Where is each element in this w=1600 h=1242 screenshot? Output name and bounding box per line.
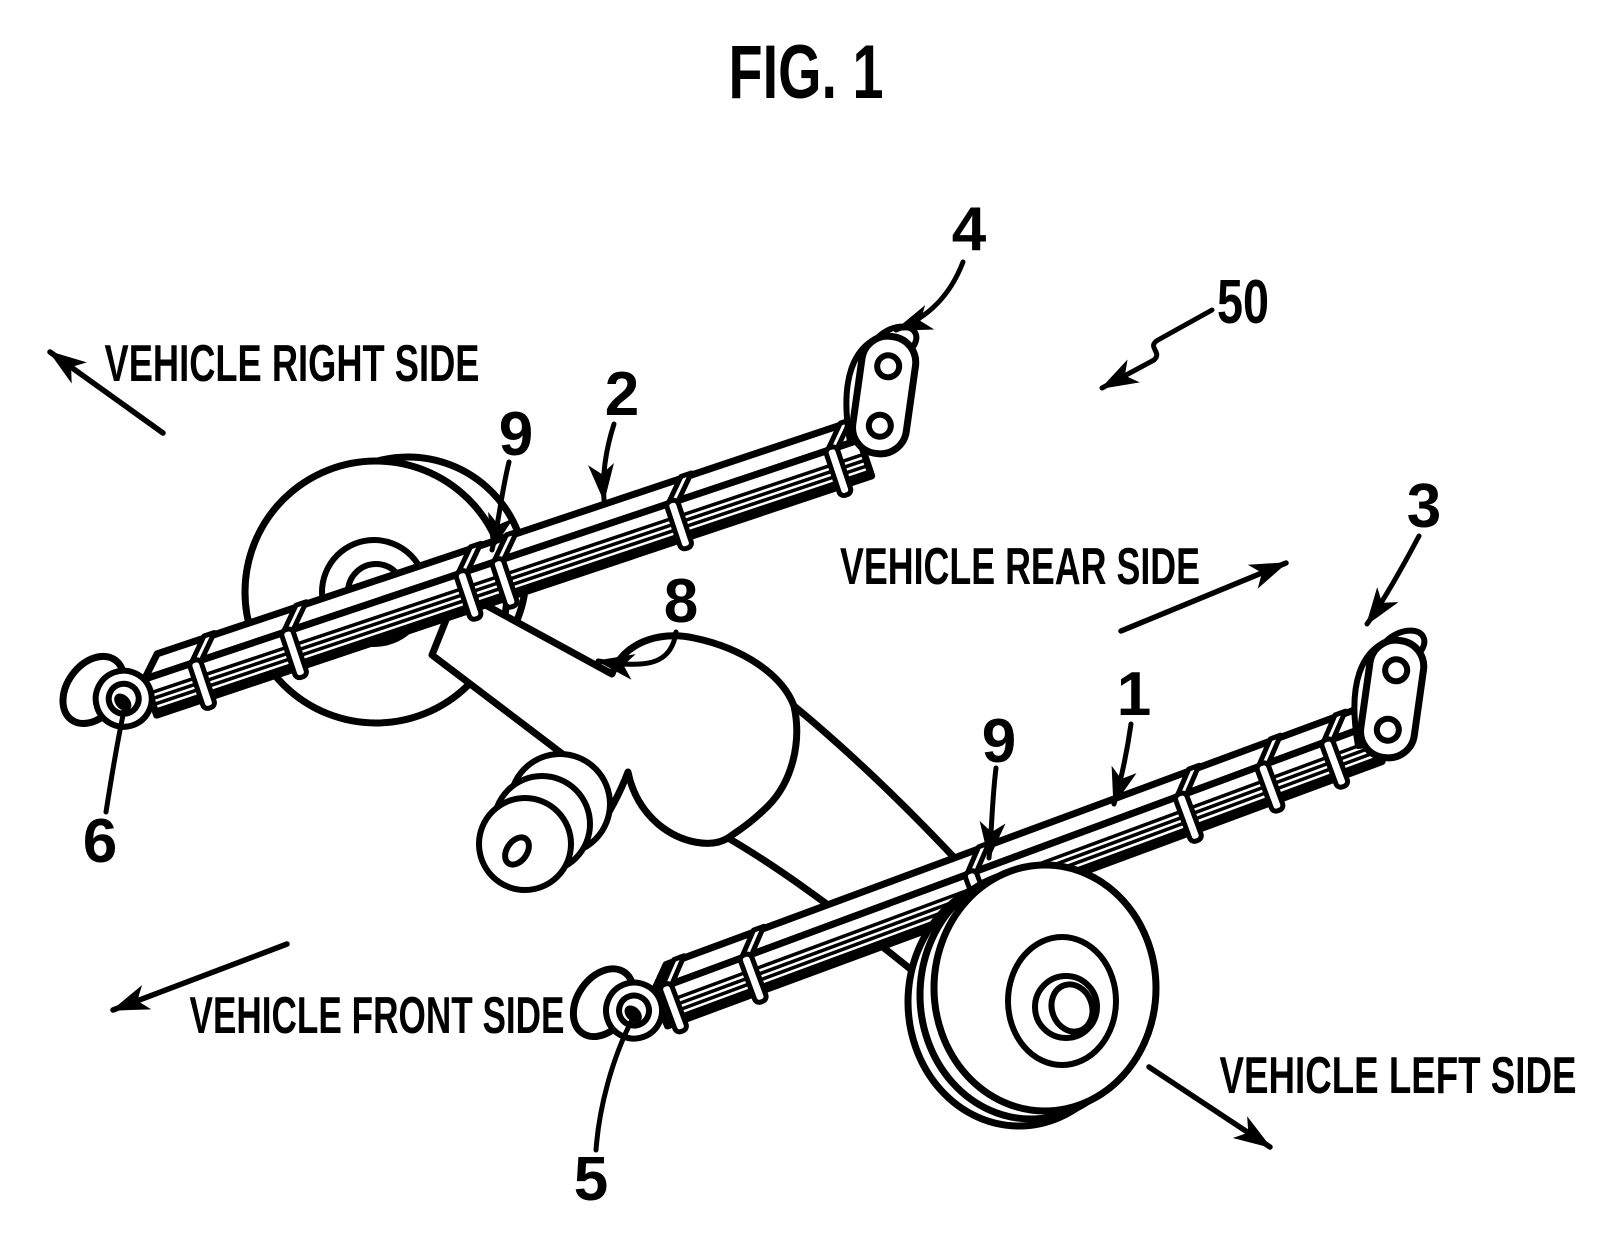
ref-num-3: 3	[1407, 472, 1441, 541]
shackle-left	[1354, 623, 1430, 761]
pinion-flange	[476, 751, 613, 893]
leader-1	[1111, 721, 1137, 807]
ref-num-2: 2	[605, 360, 639, 429]
label-vehicle-rear-side: VEHICLE REAR SIDE	[840, 538, 1200, 596]
ref-num-9-right: 9	[499, 400, 533, 469]
leader-50	[1099, 307, 1215, 391]
brake-drum-right	[904, 861, 1160, 1130]
ref-num-50: 50	[1217, 268, 1269, 337]
figure-title: FIG. 1	[729, 30, 884, 115]
spring-eye-right	[92, 667, 155, 730]
leader-5	[593, 1015, 636, 1153]
leader-2	[588, 421, 617, 503]
arrow-vehicle-right	[47, 349, 166, 436]
label-vehicle-right-side: VEHICLE RIGHT SIDE	[105, 335, 480, 393]
leader-9-right	[488, 459, 514, 553]
ref-num-6: 6	[83, 807, 117, 876]
arrow-vehicle-left	[1146, 1064, 1273, 1150]
ref-num-8: 8	[664, 567, 698, 636]
label-vehicle-left-side: VEHICLE LEFT SIDE	[1220, 1047, 1577, 1105]
ref-num-4: 4	[952, 195, 987, 264]
ref-num-5: 5	[574, 1145, 608, 1214]
leader-3	[1364, 533, 1422, 627]
arrow-vehicle-rear	[1118, 560, 1289, 634]
ref-num-9-left: 9	[982, 707, 1016, 776]
spring-eye-left	[603, 979, 666, 1042]
leader-8	[595, 629, 679, 680]
shackle-right	[846, 319, 922, 457]
leader-6	[103, 703, 128, 815]
arrow-vehicle-front	[110, 941, 290, 1013]
label-vehicle-front-side: VEHICLE FRONT SIDE	[190, 987, 565, 1045]
leader-4	[893, 259, 966, 333]
ref-num-1: 1	[1117, 660, 1151, 729]
leader-9-left	[979, 765, 1006, 861]
